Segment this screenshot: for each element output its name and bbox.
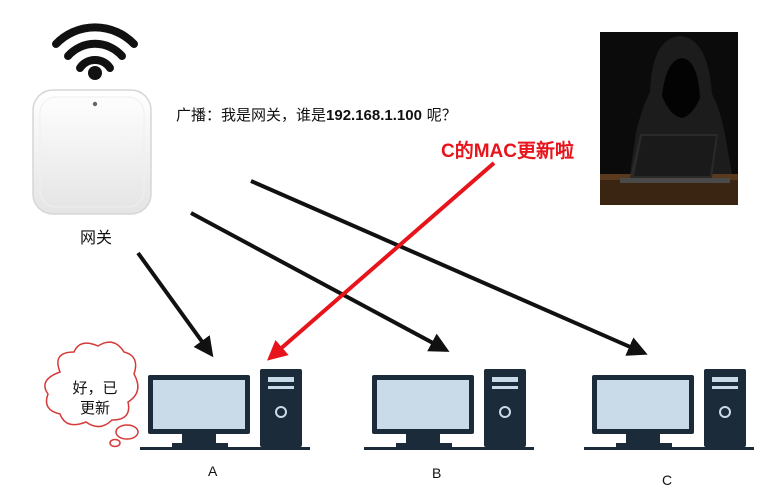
bubble-line-1: 好，已 (72, 379, 118, 397)
broadcast-suffix: 呢？ (421, 106, 457, 124)
attack-label: C的MAC更新啦 (441, 141, 574, 162)
computer-c-label: C (662, 472, 673, 488)
wifi-icon (52, 23, 138, 80)
gateway-device-icon (32, 89, 152, 215)
broadcast-prefix: 广播：我是网关，谁是 (176, 106, 327, 124)
arrow-spoof-to-a (266, 161, 496, 361)
hacker-image (600, 32, 738, 205)
bubble-text: 好，已 更新 (68, 378, 122, 418)
arrow-gateway-to-b (190, 211, 450, 352)
computer-b-label: B (432, 465, 442, 481)
bubble-line-2: 更新 (79, 399, 110, 417)
computer-a-icon (140, 369, 310, 450)
thought-bubble-icon (44, 341, 139, 448)
arrow-gateway-to-a (136, 251, 214, 358)
arrow-gateway-to-c (250, 179, 648, 356)
computer-b-icon (364, 369, 534, 450)
computer-a-label: A (208, 463, 218, 479)
broadcast-message: 广播：我是网关，谁是192.168.1.100 呢？ (176, 104, 457, 125)
computer-c-icon (584, 369, 754, 450)
broadcast-ip: 192.168.1.100 (326, 107, 422, 124)
gateway-label: 网关 (80, 228, 113, 247)
